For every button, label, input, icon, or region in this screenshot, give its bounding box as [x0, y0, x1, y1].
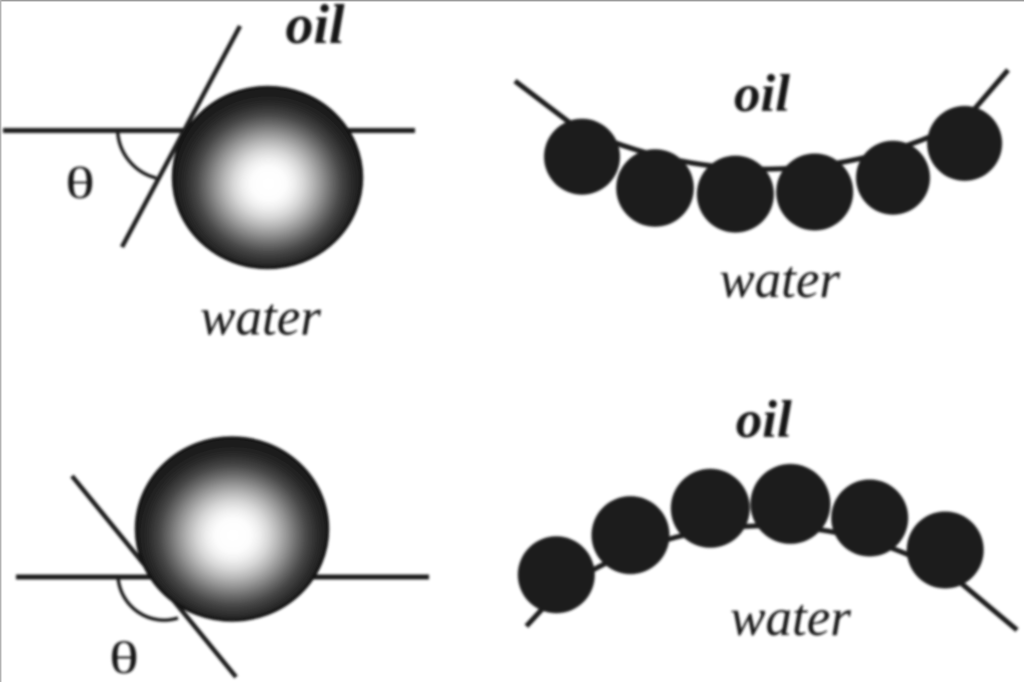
- svg-text:θ: θ: [109, 632, 139, 682]
- svg-text:water: water: [730, 589, 851, 647]
- svg-text:water: water: [719, 251, 840, 309]
- svg-text:oil: oil: [736, 391, 792, 449]
- svg-text:water: water: [200, 289, 321, 347]
- svg-text:θ: θ: [65, 159, 95, 208]
- svg-text:oil: oil: [734, 65, 790, 123]
- svg-text:oil: oil: [285, 0, 345, 56]
